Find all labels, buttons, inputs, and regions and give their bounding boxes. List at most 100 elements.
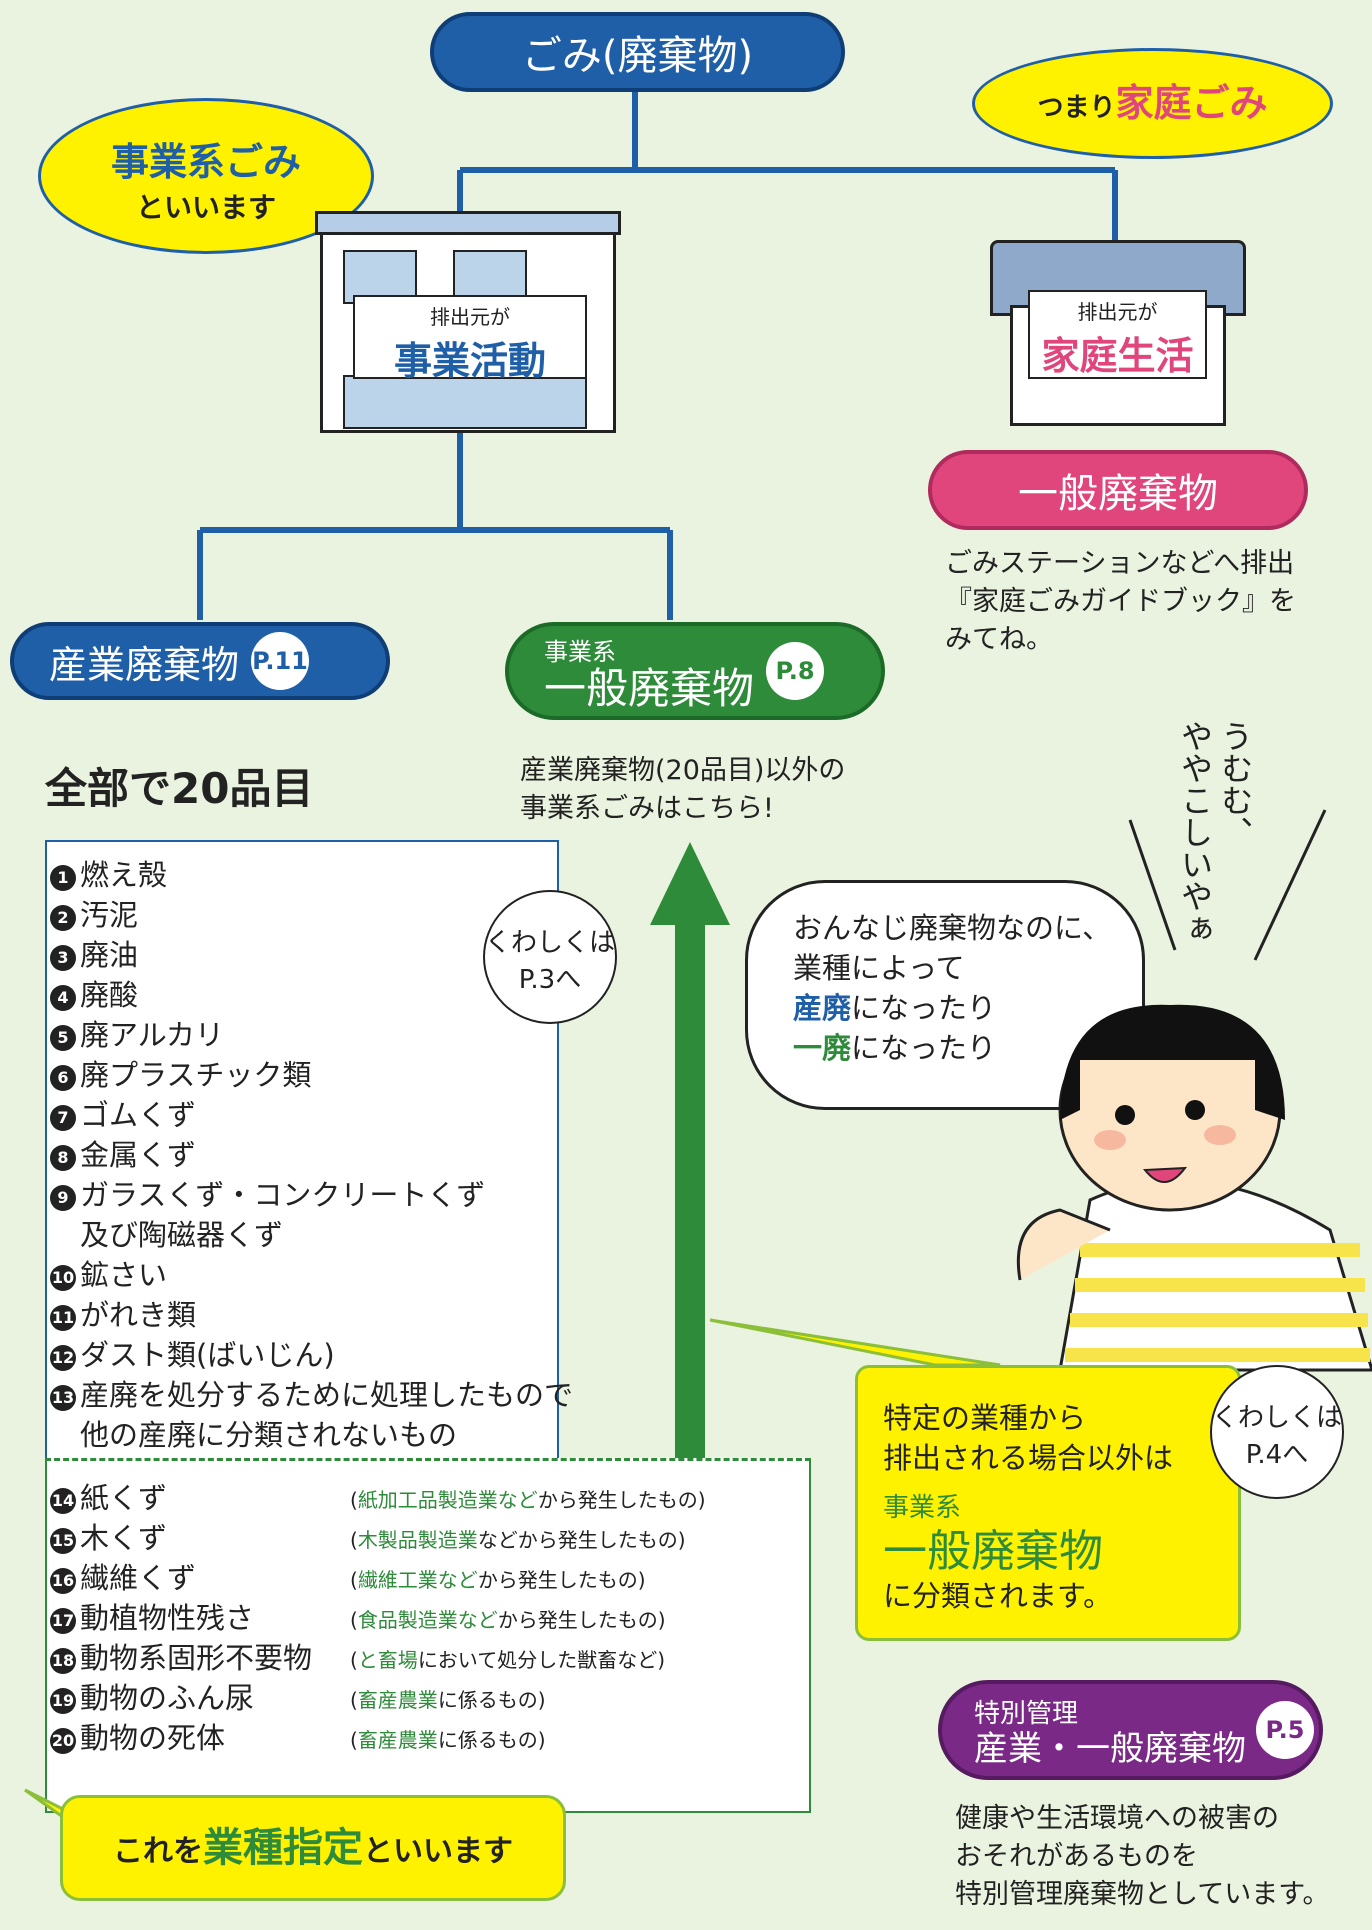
item-number: 7 bbox=[50, 1105, 76, 1131]
item-number: 11 bbox=[50, 1305, 76, 1331]
footer-bubble: これを業種指定といいます bbox=[60, 1795, 566, 1901]
business-general-desc: 産業廃棄物(20品目)以外の 事業系ごみはこちら! bbox=[520, 755, 846, 824]
industry-name: 畜産農業 bbox=[357, 1688, 438, 1712]
item-text: ダスト類(ばいじん) bbox=[80, 1338, 335, 1372]
item-text: 動植物性残さ bbox=[80, 1601, 255, 1635]
storefront bbox=[343, 375, 587, 429]
item-number: 10 bbox=[50, 1265, 76, 1291]
item-note: (畜産農業に係るもの) bbox=[350, 1728, 546, 1752]
list-item: 他の産廃に分類されないもの bbox=[50, 1415, 573, 1455]
note-rest: に係るもの) bbox=[437, 1688, 546, 1712]
item-note: (と畜場において処分した獣畜など) bbox=[350, 1648, 666, 1672]
item-number: 16 bbox=[50, 1568, 76, 1594]
item-text: 動物系固形不要物 bbox=[80, 1641, 313, 1675]
list-item: 及び陶磁器くず bbox=[50, 1215, 573, 1255]
item-text: 及び陶磁器くず bbox=[80, 1218, 284, 1252]
roof bbox=[315, 211, 621, 235]
item-text: 動物の死体 bbox=[80, 1721, 226, 1755]
item-number: 20 bbox=[50, 1728, 76, 1754]
detail-link-p4[interactable]: くわしくは P.4へ bbox=[1210, 1365, 1344, 1499]
item-text: 鉱さい bbox=[80, 1258, 168, 1292]
industrial-items-box bbox=[45, 840, 559, 1464]
item-note: (紙加工品製造業などから発生したもの) bbox=[350, 1488, 706, 1512]
item-number: 8 bbox=[50, 1145, 76, 1171]
bubble-business-sub: といいます bbox=[135, 191, 276, 224]
page-badge[interactable]: P.5 bbox=[1256, 1701, 1314, 1759]
industry-name: 食品製造業など bbox=[357, 1608, 498, 1632]
note-rest: から発生したもの) bbox=[497, 1608, 666, 1632]
item-number: 19 bbox=[50, 1688, 76, 1714]
page-badge[interactable]: P.8 bbox=[766, 642, 825, 700]
business-building-illustration: 排出元が 事業活動 bbox=[315, 211, 621, 433]
item-number: 13 bbox=[50, 1385, 76, 1411]
house-sign: 排出元が 家庭生活 bbox=[1028, 290, 1207, 379]
industry-specified-box bbox=[45, 1458, 811, 1813]
item-text: 金属くず bbox=[80, 1138, 197, 1172]
item-number: 3 bbox=[50, 945, 76, 971]
item-text: 廃プラスチック類 bbox=[80, 1058, 312, 1092]
page-badge[interactable]: P.11 bbox=[251, 632, 310, 690]
item-number: 18 bbox=[50, 1648, 76, 1674]
item-number: 14 bbox=[50, 1488, 76, 1514]
item-number: 9 bbox=[50, 1185, 76, 1211]
industrial-total: 全部で20品目 bbox=[45, 764, 314, 813]
building-sign: 排出元が 事業活動 bbox=[353, 295, 587, 383]
business-general-waste-pill: 事業系 一般廃棄物 P.8 bbox=[505, 622, 885, 720]
top-waste-pill: ごみ(廃棄物) bbox=[430, 12, 845, 92]
bubble-business-title: 事業系ごみ bbox=[110, 140, 301, 184]
item-text: 汚泥 bbox=[80, 898, 139, 932]
item-number: 17 bbox=[50, 1608, 76, 1634]
item-text: 紙くず bbox=[80, 1481, 168, 1515]
thought-text: うむむ、ややこしいやぁ bbox=[1176, 720, 1254, 944]
item-number: 15 bbox=[50, 1528, 76, 1554]
item-number: 2 bbox=[50, 905, 76, 931]
industry-name: 畜産農業 bbox=[357, 1728, 438, 1752]
item-text: ガラスくず・コンクリートくず bbox=[80, 1178, 486, 1212]
girl-illustration bbox=[1016, 1004, 1372, 1372]
note-rest: などから発生したもの) bbox=[477, 1528, 686, 1552]
item-text: 産廃を処分するために処理したもので bbox=[80, 1378, 574, 1412]
note-rest: において処分した獣畜など) bbox=[417, 1648, 666, 1672]
home-building-illustration: 排出元が 家庭生活 bbox=[990, 240, 1246, 426]
item-text: 他の産廃に分類されないもの bbox=[80, 1418, 458, 1452]
detail-link-p3[interactable]: くわしくは P.3へ bbox=[483, 890, 617, 1024]
industrial-waste-pill: 産業廃棄物 P.11 bbox=[10, 622, 390, 700]
note-rest: に係るもの) bbox=[437, 1728, 546, 1752]
item-text: 動物のふん尿 bbox=[80, 1681, 255, 1715]
note-rest: から発生したもの) bbox=[537, 1488, 706, 1512]
item-note: (木製品製造業などから発生したもの) bbox=[350, 1528, 686, 1552]
item-text: ゴムくず bbox=[80, 1098, 197, 1132]
home-waste-bubble: つまり家庭ごみ bbox=[972, 48, 1333, 159]
industry-name: 木製品製造業 bbox=[357, 1528, 478, 1552]
industry-name: と畜場 bbox=[357, 1648, 418, 1672]
item-text: がれき類 bbox=[80, 1298, 197, 1332]
item-number: 6 bbox=[50, 1065, 76, 1091]
note-rest: から発生したもの) bbox=[477, 1568, 646, 1592]
item-note: (食品製造業などから発生したもの) bbox=[350, 1608, 666, 1632]
industry-note-box: 特定の業種から 排出される場合以外は 事業系 一般廃棄物 に分類されます。 bbox=[855, 1365, 1241, 1641]
special-waste-desc: 健康や生活環境への被害の おそれがあるものを 特別管理廃棄物としています。 bbox=[955, 1803, 1330, 1910]
special-waste-pill: 特別管理 産業・一般廃棄物 P.5 bbox=[938, 1680, 1323, 1780]
item-note: (畜産農業に係るもの) bbox=[350, 1688, 546, 1712]
